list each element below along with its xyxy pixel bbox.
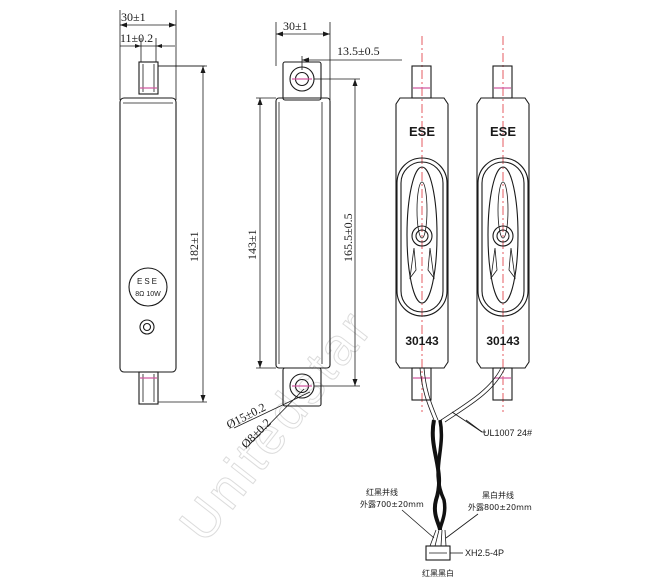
- speaker-1-model: 30143: [405, 334, 439, 348]
- front-view: 30±1 13.5±0.5 143±1 165.5±0.5: [224, 19, 402, 451]
- dim-side-inner: 11±0.2: [120, 31, 153, 45]
- side-terminal: [139, 319, 155, 335]
- dim-side-height: 182±1: [187, 231, 201, 262]
- left-pair-length: 外露700±20mm: [360, 499, 424, 509]
- dim-body-height: 143±1: [245, 229, 259, 260]
- side-view: 30±1 11±0.2 ESE 8Ω 10W 182±1: [119, 10, 207, 405]
- dim-side-width: 30±1: [121, 10, 146, 24]
- badge-rating: 8Ω 10W: [135, 291, 161, 298]
- right-pair-name: 黑白并线: [482, 490, 514, 500]
- speaker-2-model: 30143: [486, 334, 520, 348]
- right-pair-length: 外露800±20mm: [468, 502, 532, 512]
- dim-hole-pitch: 165.5±0.5: [341, 213, 355, 262]
- connector-label: XH2.5-4P: [465, 548, 504, 558]
- speaker-1: ESE 30143: [395, 36, 449, 412]
- speaker-1-brand: ESE: [409, 124, 435, 139]
- left-pair-name: 红黑并线: [366, 487, 398, 497]
- speaker-2: ESE 30143: [476, 36, 530, 412]
- dim-hole-offset: 13.5±0.5: [337, 44, 380, 58]
- pin-colors: 红黑黑白: [422, 568, 454, 578]
- brand-badge: [128, 267, 168, 307]
- cable-spec: UL1007 24#: [483, 428, 532, 438]
- wiring-harness: UL1007 24# 红黑并线 外露700±20mm 黑白并线 外露800±20…: [360, 367, 532, 578]
- speaker-2-brand: ESE: [490, 124, 516, 139]
- badge-brand: ESE: [137, 277, 159, 286]
- dim-front-width: 30±1: [283, 19, 308, 33]
- watermark: Unitedstar: [169, 298, 385, 552]
